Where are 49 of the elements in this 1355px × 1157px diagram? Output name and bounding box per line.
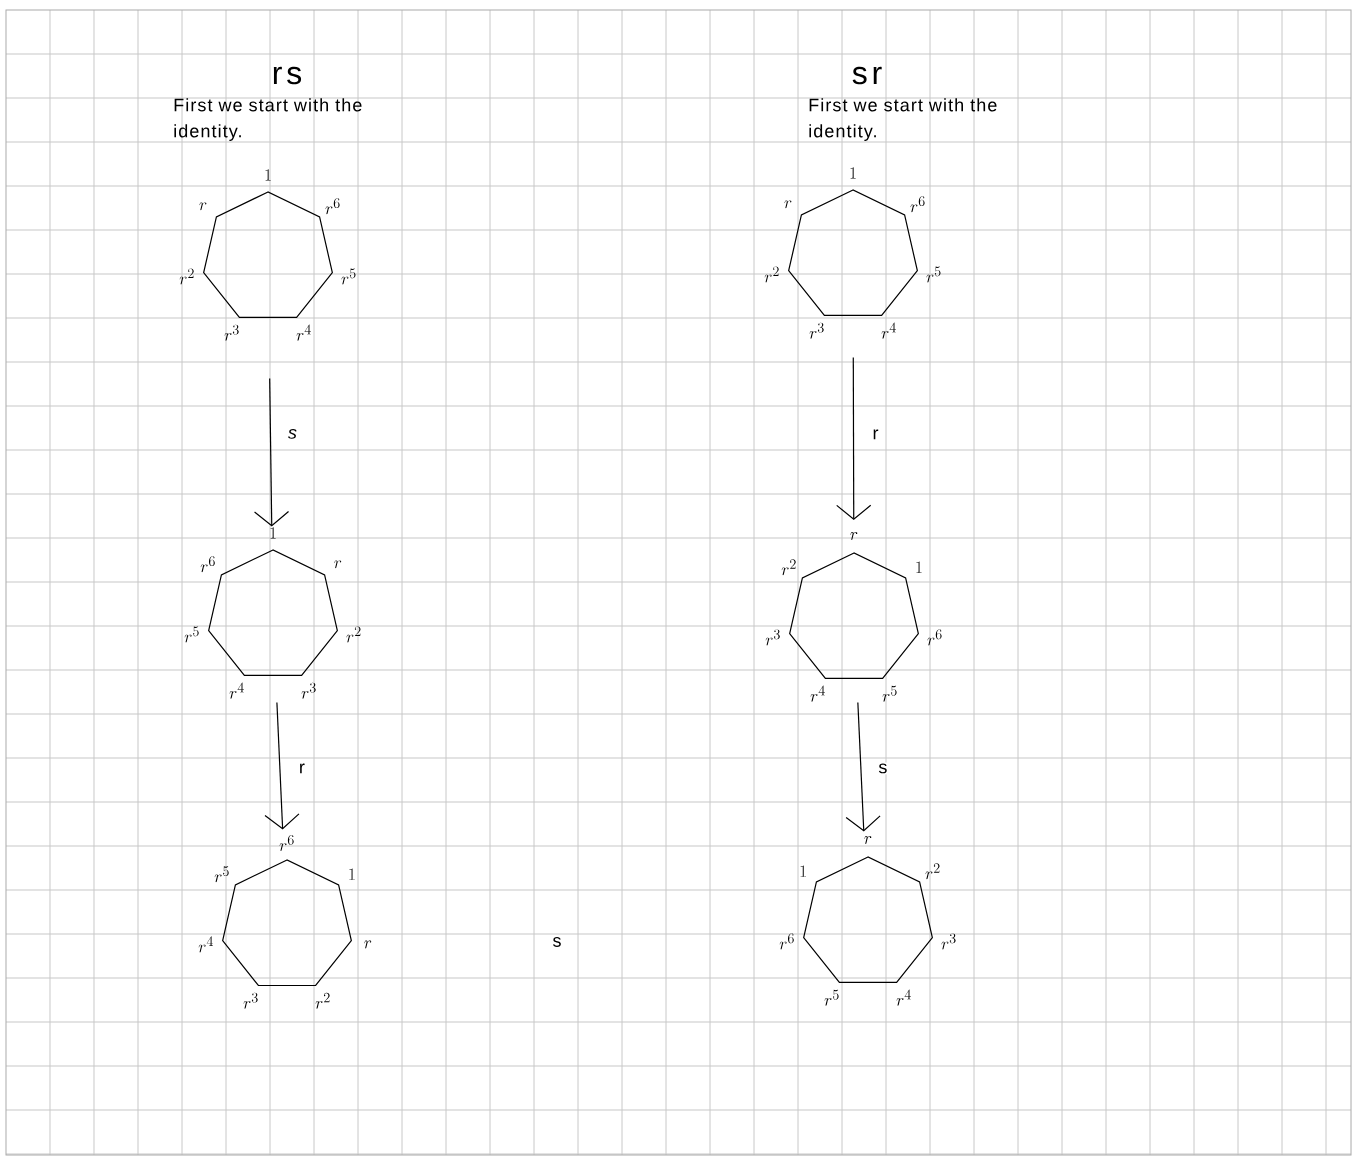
- node-label: $1$: [270, 527, 276, 539]
- node-label: $r^{4}$: [881, 322, 896, 339]
- node-label: $r^{2}$: [764, 266, 779, 283]
- node-label: $r^{6}$: [927, 629, 942, 646]
- node-label: $r^{3}$: [941, 933, 956, 950]
- arrow: [836, 356, 872, 521]
- node-label: $r^{6}$: [779, 933, 794, 950]
- node-label: $r^{4}$: [296, 324, 311, 341]
- arrow: [264, 701, 300, 830]
- node-label: $r$: [864, 836, 872, 844]
- node-label: $r^{5}$: [184, 626, 199, 643]
- node-label: $r^{4}$: [229, 682, 244, 699]
- heptagon-drawing: $r^{6}$ $r^{5}$ $r^{4}$ $r^{3}$ $r^{2}$ $r$ $1$: [198, 834, 372, 1009]
- node-label: $r^{5}$: [882, 685, 897, 702]
- node-label: $r^{4}$: [198, 936, 214, 953]
- heading: rs: [273, 66, 302, 85]
- node-label: $r^{5}$: [824, 989, 839, 1006]
- note-text: First we start with the identity.: [809, 98, 997, 141]
- node-label: $r$: [364, 940, 372, 949]
- edge-label: r: [297, 762, 306, 775]
- heptagon-drawing: $1$ $r^{6}$ $r^{5}$ $r^{4}$ $r^{3}$ $r^{2}$ $r$: [184, 527, 361, 699]
- arrow: [845, 701, 881, 832]
- node-label: $r^{6}$: [279, 834, 294, 851]
- heptagon-drawing: $1$ $r$ $r^{2}$ $r^{3}$ $r^{4}$ $r^{5}$ $r^{6}$: [179, 169, 356, 341]
- text-label: s: [553, 937, 561, 947]
- node-label: $r^{3}$: [301, 682, 316, 699]
- node-label: $r^{3}$: [243, 992, 258, 1009]
- node-label: $r^{3}$: [809, 322, 824, 339]
- edge-label: s: [286, 428, 298, 440]
- heptagon-drawing: $1$ $r$ $r^{2}$ $r^{3}$ $r^{4}$ $r^{5}$ $r^{6}$: [764, 167, 941, 339]
- node-label: $r^{2}$: [346, 626, 361, 643]
- arrow: [253, 377, 290, 527]
- edge-label: s: [877, 762, 889, 775]
- node-label: $r^{3}$: [224, 324, 239, 341]
- node-label: $r^{5}$: [341, 268, 356, 285]
- node-label: $r^{5}$: [926, 266, 941, 283]
- node-label: $r$: [850, 532, 858, 540]
- node-label: $r^{4}$: [896, 989, 911, 1006]
- heptagon-drawing: $r$ $r^{2}$ $r^{3}$ $r^{4}$ $r^{5}$ $r^{6}$ $1$: [765, 532, 942, 702]
- heading: sr: [852, 66, 882, 85]
- heptagon-drawing: $r$ $1$ $r^{6}$ $r^{5}$ $r^{4}$ $r^{3}$ $r^{2}$: [779, 836, 956, 1006]
- node-label: $r^{4}$: [810, 685, 825, 702]
- edge-label: r: [871, 428, 880, 441]
- node-label: $r^{2}$: [315, 992, 330, 1009]
- note-text: First we start with the identity.: [174, 98, 362, 141]
- node-label: $r^{2}$: [179, 268, 194, 285]
- node-label: $r^{3}$: [765, 629, 780, 646]
- node-label: $1$: [850, 167, 856, 179]
- node-label: $1$: [265, 169, 271, 181]
